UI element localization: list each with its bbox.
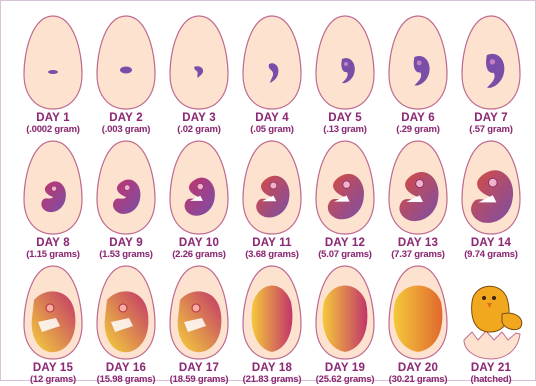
egg bbox=[20, 12, 86, 112]
weight-label: (15.98 grams) bbox=[85, 374, 167, 385]
weight-label: (7.37 grams) bbox=[377, 249, 459, 260]
stage-cell: DAY 9(1.53 grams) bbox=[93, 137, 159, 261]
weight-label: (21.83 grams) bbox=[231, 374, 313, 385]
stage-cell: DAY 10(2.26 grams) bbox=[166, 137, 232, 261]
egg bbox=[166, 262, 232, 362]
weight-label: (18.59 grams) bbox=[158, 374, 240, 385]
egg bbox=[93, 262, 159, 362]
day-label: DAY 10 bbox=[158, 237, 240, 249]
weight-label: (.05 gram) bbox=[231, 124, 313, 135]
day-label: DAY 20 bbox=[377, 362, 459, 374]
egg bbox=[312, 137, 378, 237]
weight-label: (12 grams) bbox=[12, 374, 94, 385]
day-label: DAY 1 bbox=[12, 112, 94, 124]
stage-cell: DAY 15(12 grams) bbox=[20, 262, 86, 386]
embryo bbox=[105, 291, 149, 352]
embryo bbox=[48, 70, 58, 74]
weight-label: (5.07 grams) bbox=[304, 249, 386, 260]
weight-label: (hatched) bbox=[450, 374, 532, 385]
stage-cell: DAY 4(.05 gram) bbox=[239, 12, 305, 136]
egg bbox=[239, 137, 305, 237]
stage-cell: DAY 8(1.15 grams) bbox=[20, 137, 86, 261]
egg bbox=[312, 262, 378, 362]
stage-cell: DAY 14(9.74 grams) bbox=[458, 137, 524, 261]
weight-label: (2.26 grams) bbox=[158, 249, 240, 260]
stage-cell: DAY 11(3.68 grams) bbox=[239, 137, 305, 261]
embryo bbox=[178, 291, 222, 352]
day-label: DAY 6 bbox=[377, 112, 459, 124]
egg bbox=[239, 262, 305, 362]
egg bbox=[385, 12, 451, 112]
day-label: DAY 14 bbox=[450, 237, 532, 249]
stage-cell: DAY 20(30.21 grams) bbox=[385, 262, 451, 386]
day-label: DAY 12 bbox=[304, 237, 386, 249]
weight-label: (.0002 gram) bbox=[12, 124, 94, 135]
weight-label: (9.74 grams) bbox=[450, 249, 532, 260]
stage-cell: DAY 5(.13 gram) bbox=[312, 12, 378, 136]
day-label: DAY 9 bbox=[85, 237, 167, 249]
egg bbox=[458, 12, 524, 112]
embryo bbox=[32, 291, 76, 352]
weight-label: (1.53 grams) bbox=[85, 249, 167, 260]
stage-cell: DAY 6(.29 gram) bbox=[385, 12, 451, 136]
day-label: DAY 3 bbox=[158, 112, 240, 124]
stage-cell: DAY 18(21.83 grams) bbox=[239, 262, 305, 386]
weight-label: (.57 gram) bbox=[450, 124, 532, 135]
stage-cell: DAY 21(hatched) bbox=[458, 262, 524, 386]
day-label: DAY 13 bbox=[377, 237, 459, 249]
day-label: DAY 2 bbox=[85, 112, 167, 124]
day-label: DAY 7 bbox=[450, 112, 532, 124]
weight-label: (25.62 grams) bbox=[304, 374, 386, 385]
stage-cell: DAY 19(25.62 grams) bbox=[312, 262, 378, 386]
day-label: DAY 18 bbox=[231, 362, 313, 374]
hatched-chick bbox=[464, 286, 522, 359]
embryo bbox=[120, 67, 132, 74]
egg bbox=[458, 137, 524, 237]
day-label: DAY 19 bbox=[304, 362, 386, 374]
egg bbox=[93, 12, 159, 112]
stage-cell: DAY 1(.0002 gram) bbox=[20, 12, 86, 136]
stage-cell: DAY 16(15.98 grams) bbox=[93, 262, 159, 386]
day-label: DAY 15 bbox=[12, 362, 94, 374]
stage-cell: DAY 2(.003 gram) bbox=[93, 12, 159, 136]
day-label: DAY 21 bbox=[450, 362, 532, 374]
weight-label: (30.21 grams) bbox=[377, 374, 459, 385]
egg bbox=[166, 12, 232, 112]
weight-label: (.02 gram) bbox=[158, 124, 240, 135]
egg bbox=[385, 137, 451, 237]
egg bbox=[385, 262, 451, 362]
egg bbox=[93, 137, 159, 237]
day-label: DAY 16 bbox=[85, 362, 167, 374]
egg bbox=[166, 137, 232, 237]
weight-label: (.13 gram) bbox=[304, 124, 386, 135]
day-label: DAY 8 bbox=[12, 237, 94, 249]
weight-label: (1.15 grams) bbox=[12, 249, 94, 260]
day-label: DAY 4 bbox=[231, 112, 313, 124]
egg bbox=[20, 137, 86, 237]
egg bbox=[239, 12, 305, 112]
stage-cell: DAY 17(18.59 grams) bbox=[166, 262, 232, 386]
weight-label: (.29 gram) bbox=[377, 124, 459, 135]
egg bbox=[312, 12, 378, 112]
stage-cell: DAY 7(.57 gram) bbox=[458, 12, 524, 136]
weight-label: (.003 gram) bbox=[85, 124, 167, 135]
hatched-shell bbox=[458, 262, 524, 362]
egg bbox=[20, 262, 86, 362]
stage-cell: DAY 12(5.07 grams) bbox=[312, 137, 378, 261]
day-label: DAY 11 bbox=[231, 237, 313, 249]
stage-cell: DAY 13(7.37 grams) bbox=[385, 137, 451, 261]
stage-cell: DAY 3(.02 gram) bbox=[166, 12, 232, 136]
day-label: DAY 17 bbox=[158, 362, 240, 374]
weight-label: (3.68 grams) bbox=[231, 249, 313, 260]
day-label: DAY 5 bbox=[304, 112, 386, 124]
